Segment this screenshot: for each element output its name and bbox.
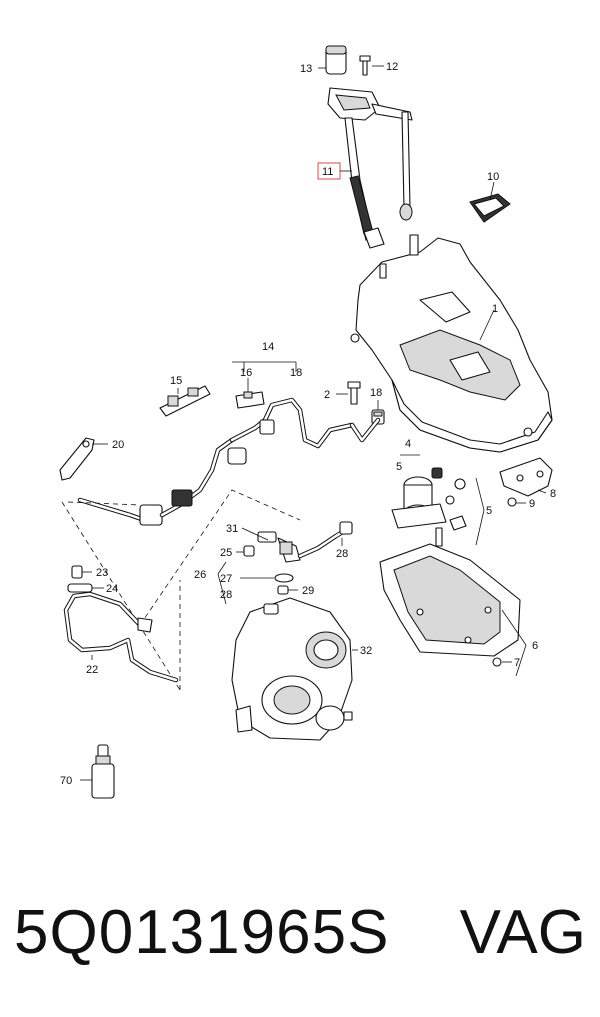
part-number: 5Q0131965S — [14, 898, 390, 967]
callout-20: 20 — [112, 439, 124, 451]
dashed-leader-lines — [61, 489, 301, 691]
callout-29: 29 — [302, 585, 314, 597]
callout-16: 16 — [240, 367, 252, 379]
seal-part-27 — [274, 573, 294, 583]
callout-22: 22 — [86, 664, 98, 676]
holder-part-15 — [159, 385, 211, 417]
callout-2: 2 — [324, 389, 330, 401]
callout-15: 15 — [170, 375, 182, 387]
clamp-part-29 — [277, 585, 289, 595]
callout-8: 8 — [550, 488, 556, 500]
callout-4: 4 — [405, 438, 411, 450]
cap-part-13 — [325, 45, 347, 75]
callout-1: 1 — [492, 303, 498, 315]
brand-label: VAG — [459, 898, 586, 967]
callout-6: 6 — [532, 640, 538, 652]
callout-28-right: 28 — [336, 548, 348, 560]
line-part-22 — [63, 591, 179, 683]
bracket-part-20 — [59, 437, 95, 481]
callout-13: 13 — [300, 63, 312, 75]
callout-5-top: 5 — [396, 461, 402, 473]
callout-24: 24 — [106, 583, 118, 595]
underbody-shield-part-6 — [379, 543, 521, 657]
filler-hose-part-11 — [344, 117, 385, 249]
bolt-part-12 — [359, 55, 371, 76]
callout-28-left: 28 — [220, 589, 232, 601]
callout-9: 9 — [529, 498, 535, 510]
connector-part-23 — [71, 565, 83, 579]
nut-part-9 — [507, 497, 517, 507]
clip-part-16 — [235, 391, 265, 409]
callout-18-right: 18 — [370, 387, 382, 399]
callout-25: 25 — [220, 547, 232, 559]
tank-part-1 — [350, 234, 553, 453]
pump-assembly-part-5 — [391, 467, 467, 547]
harness-part-28 — [297, 521, 353, 559]
callout-5-right: 5 — [486, 505, 492, 517]
callout-27: 27 — [220, 573, 232, 585]
callout-31: 31 — [226, 523, 238, 535]
callout-leaders — [80, 65, 547, 781]
callout-11: 11 — [322, 166, 333, 178]
connector-part-24 — [67, 583, 93, 593]
callout-14: 14 — [262, 341, 274, 353]
nut-part-7 — [492, 657, 502, 667]
vent-line-part — [399, 111, 413, 221]
filler-head-part — [327, 87, 413, 121]
callout-12: 12 — [386, 61, 398, 73]
callout-26: 26 — [194, 569, 206, 581]
exploded-parts-diagram: 13 12 11 10 1 2 18 14 16 18 15 20 4 5 5 … — [59, 45, 556, 799]
callout-70: 70 — [60, 775, 72, 787]
sensor-part-31 — [257, 531, 301, 563]
exhaust-assembly-part-32 — [231, 597, 353, 741]
callout-10: 10 — [487, 171, 499, 183]
wiring-harness-part-14 — [77, 397, 381, 526]
callout-23: 23 — [96, 567, 108, 579]
callout-7: 7 — [514, 657, 520, 669]
connector-part-25 — [243, 545, 255, 557]
bottle-part-70 — [91, 744, 115, 799]
callout-18-top: 18 — [290, 367, 302, 379]
bolt-part-2 — [347, 381, 361, 405]
bracket-part-8 — [499, 457, 553, 497]
callout-32: 32 — [360, 645, 372, 657]
bracket-part-10 — [469, 193, 511, 223]
